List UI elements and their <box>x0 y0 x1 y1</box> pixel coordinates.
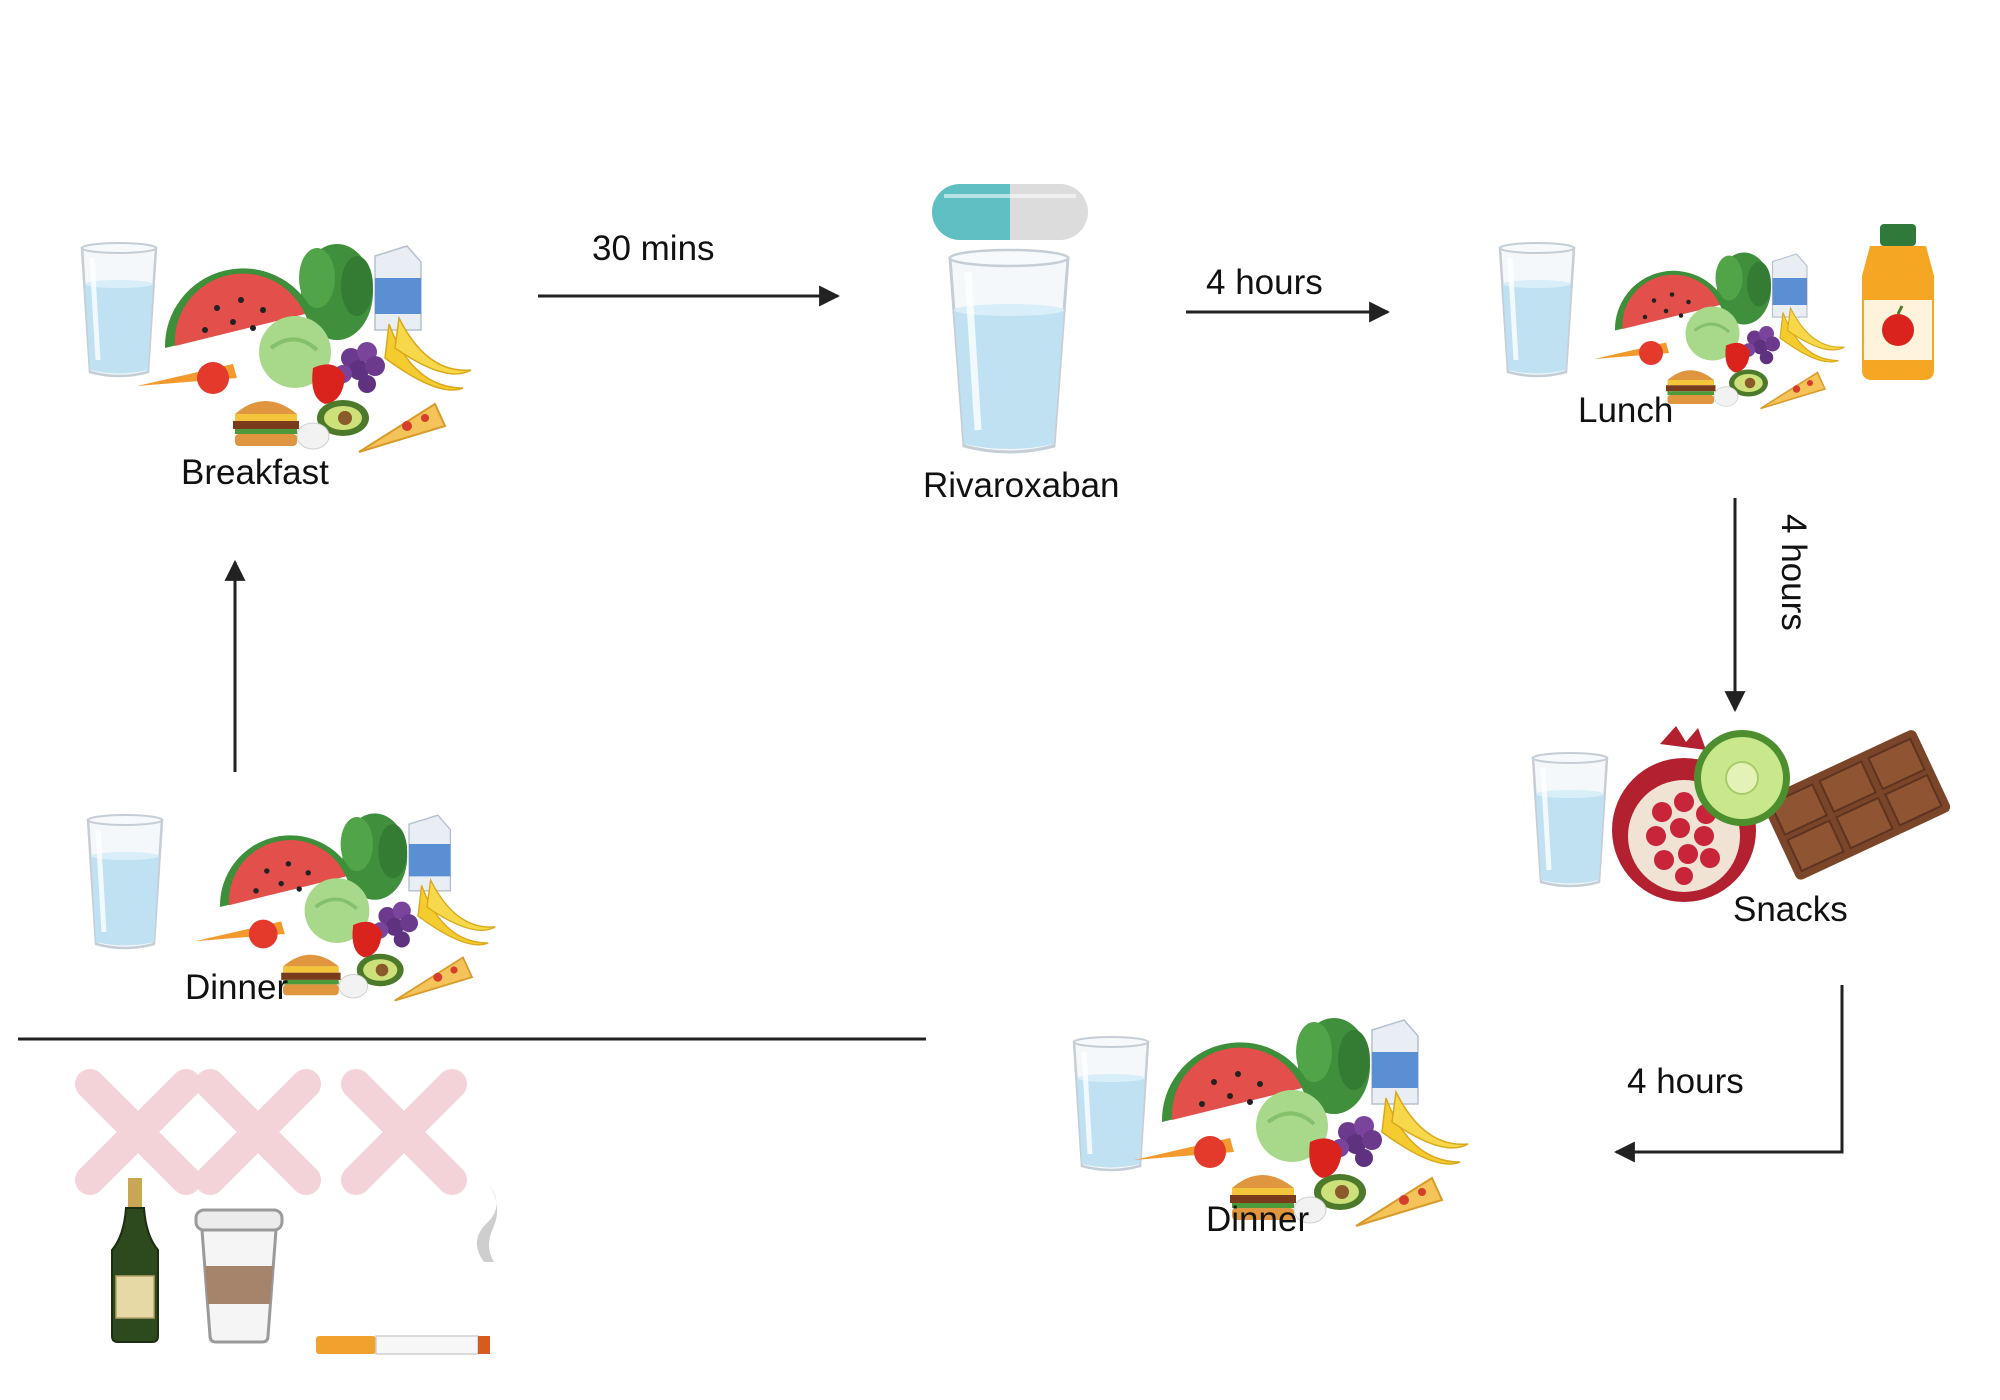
interval-drug-to-lunch-label: 4 hours <box>1206 263 1323 302</box>
juice-bottle-icon <box>1862 224 1934 380</box>
coffee-cup-icon <box>194 1208 284 1344</box>
lunch-meal-icon <box>1500 243 1846 410</box>
cross-icon-1 <box>90 1084 186 1180</box>
breakfast-meal-icon <box>82 243 473 454</box>
interval-lunch-to-snacks-label: 4 hours <box>1774 514 1813 631</box>
breakfast-label: Breakfast <box>181 453 329 492</box>
cigarette-icon <box>316 1186 498 1355</box>
rivaroxaban-water-glass-icon <box>948 248 1070 454</box>
interval-snacks-to-dinner-label: 4 hours <box>1627 1062 1744 1101</box>
dinner-evening-label: Dinner <box>1206 1200 1310 1239</box>
alcohol-bottle-icon <box>111 1178 159 1343</box>
snacks-icon <box>1533 726 1951 902</box>
dinner-previous-night-label: Dinner <box>185 968 289 1007</box>
avoid-crosses <box>90 1084 452 1180</box>
cross-icon-3 <box>356 1084 452 1180</box>
dinner-evening-meal-icon <box>1074 1016 1470 1228</box>
rivaroxaban-label: Rivaroxaban <box>923 466 1120 505</box>
arrow-snacks-to-dinner <box>1613 985 1844 1163</box>
dinner-previous-night-meal-icon <box>88 811 498 1003</box>
cross-icon-2 <box>210 1084 306 1180</box>
rivaroxaban-pill-icon <box>932 184 1088 240</box>
lunch-label: Lunch <box>1578 391 1674 430</box>
interval-30-mins-label: 30 mins <box>592 229 715 268</box>
snacks-label: Snacks <box>1733 890 1848 929</box>
